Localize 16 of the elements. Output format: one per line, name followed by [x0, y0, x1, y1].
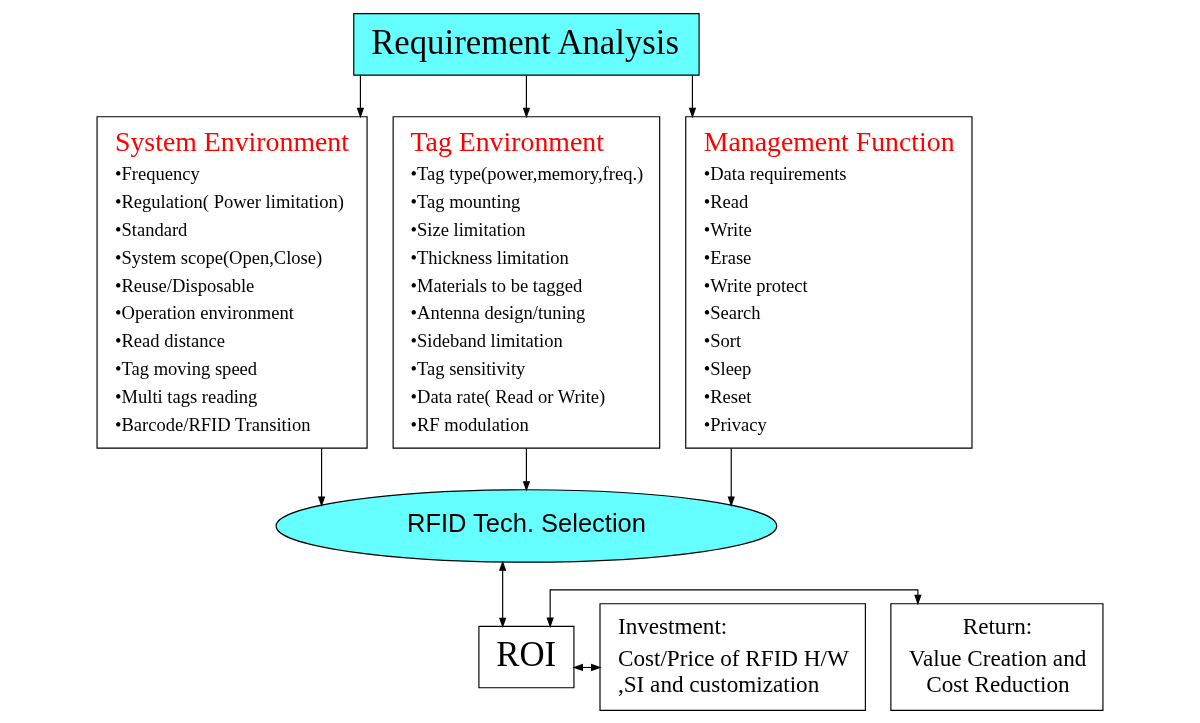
node-box: Management Function •Data requirements •Read •Write •Erase •Write protect •Search •Sort •Sleep •Reset •Privacy	[685, 115, 973, 449]
arrow	[499, 559, 507, 628]
arrow	[688, 74, 697, 118]
node-box: Requirement Analysis	[353, 12, 700, 76]
arrow	[356, 74, 365, 118]
node-ellipse: RFID Tech. Selection	[275, 488, 778, 563]
node-box: System Environment •Frequency •Regulation( Power limitation) •Standard •System scope(Open,Close) •Reuse/Disposable •Operation environment •Read distance •Tag moving speed •Multi tags reading •Barcode/RFID Transition	[96, 115, 368, 449]
node-box: ROI	[478, 625, 575, 688]
arrow	[522, 74, 531, 118]
arrow	[317, 447, 326, 507]
arrow	[546, 588, 922, 628]
arrow	[522, 447, 531, 492]
node-box: Return: Value Creation and Cost Reduction	[890, 602, 1104, 711]
arrow	[727, 447, 735, 507]
node-box: Tag Environment •Tag type(power,memory,freq.) •Tag mounting •Size limitation •Thickness limitation •Materials to be tagged •Antenna design/tuning •Sideband limitation •Tag sensitivity •Data rate( Read or Write) •RF modulation	[392, 115, 661, 449]
node-box: Investment: Cost/Price of RFID H/W ,SI and customization	[599, 602, 866, 711]
